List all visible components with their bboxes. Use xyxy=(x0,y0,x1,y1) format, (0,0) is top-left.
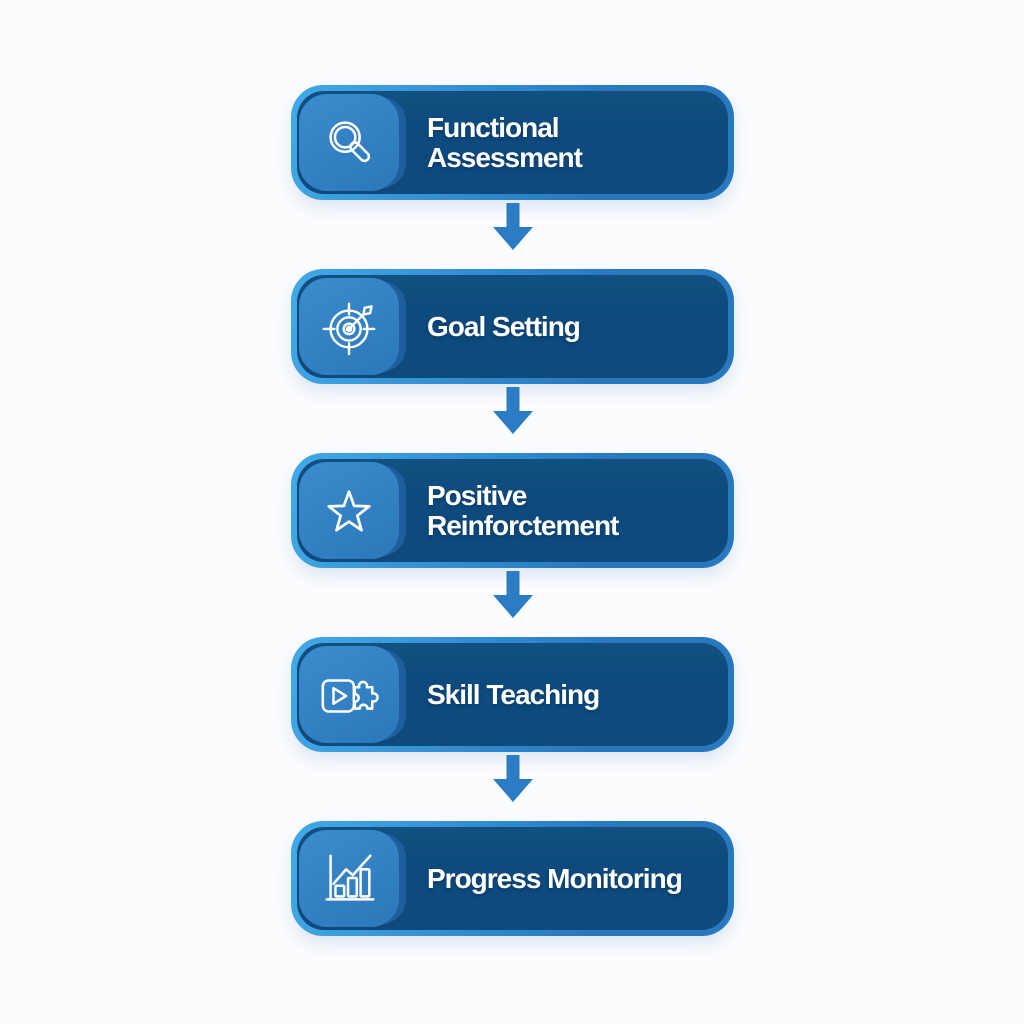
down-arrow-icon xyxy=(492,203,533,250)
step-body: Progress Monitoring xyxy=(297,827,728,930)
step-body: Skill Teaching xyxy=(297,643,728,746)
magnifier-icon xyxy=(329,120,371,162)
step-goal-setting: Goal Setting xyxy=(291,269,734,384)
step-label-line: Functional xyxy=(427,111,560,143)
step-label: Functional Assessment xyxy=(427,111,583,173)
down-arrow-icon xyxy=(492,571,533,618)
icon-badge xyxy=(299,830,399,927)
bar-chart-icon xyxy=(325,853,375,901)
step-label-line: Goal Setting xyxy=(427,310,581,342)
flow-connector xyxy=(291,200,734,269)
step-skill-teaching: Skill Teaching xyxy=(291,637,734,752)
flow-connector xyxy=(291,752,734,821)
star-icon xyxy=(327,489,371,532)
step-label-line: Skill Teaching xyxy=(427,678,600,710)
step-label: Progress Monitoring xyxy=(427,862,683,894)
icon-badge xyxy=(299,462,399,559)
step-label-line: Reinforctement xyxy=(427,509,619,541)
down-arrow-icon xyxy=(492,755,533,802)
step-positive-reinforcement: Positive Reinforctement xyxy=(291,453,734,568)
down-arrow-icon xyxy=(492,387,533,434)
step-label-line: Progress Monitoring xyxy=(427,862,683,894)
step-functional-assessment: Functional Assessment xyxy=(291,85,734,200)
icon-badge xyxy=(299,94,399,191)
step-progress-monitoring: Progress Monitoring xyxy=(291,821,734,936)
icon-badge xyxy=(299,278,399,375)
play-puzzle-icon xyxy=(321,678,379,713)
flowchart: Functional Assessment xyxy=(291,85,734,936)
target-arrow-icon xyxy=(322,302,376,355)
step-label: Goal Setting xyxy=(427,310,581,342)
step-body: Positive Reinforctement xyxy=(297,459,728,562)
step-body: Goal Setting xyxy=(297,275,728,378)
step-label-line: Positive xyxy=(427,479,527,511)
flow-connector xyxy=(291,568,734,637)
step-label: Positive Reinforctement xyxy=(427,479,619,541)
icon-badge xyxy=(299,646,399,743)
step-label-line: Assessment xyxy=(427,141,583,173)
step-label: Skill Teaching xyxy=(427,678,600,710)
flow-connector xyxy=(291,384,734,453)
step-body: Functional Assessment xyxy=(297,91,728,194)
